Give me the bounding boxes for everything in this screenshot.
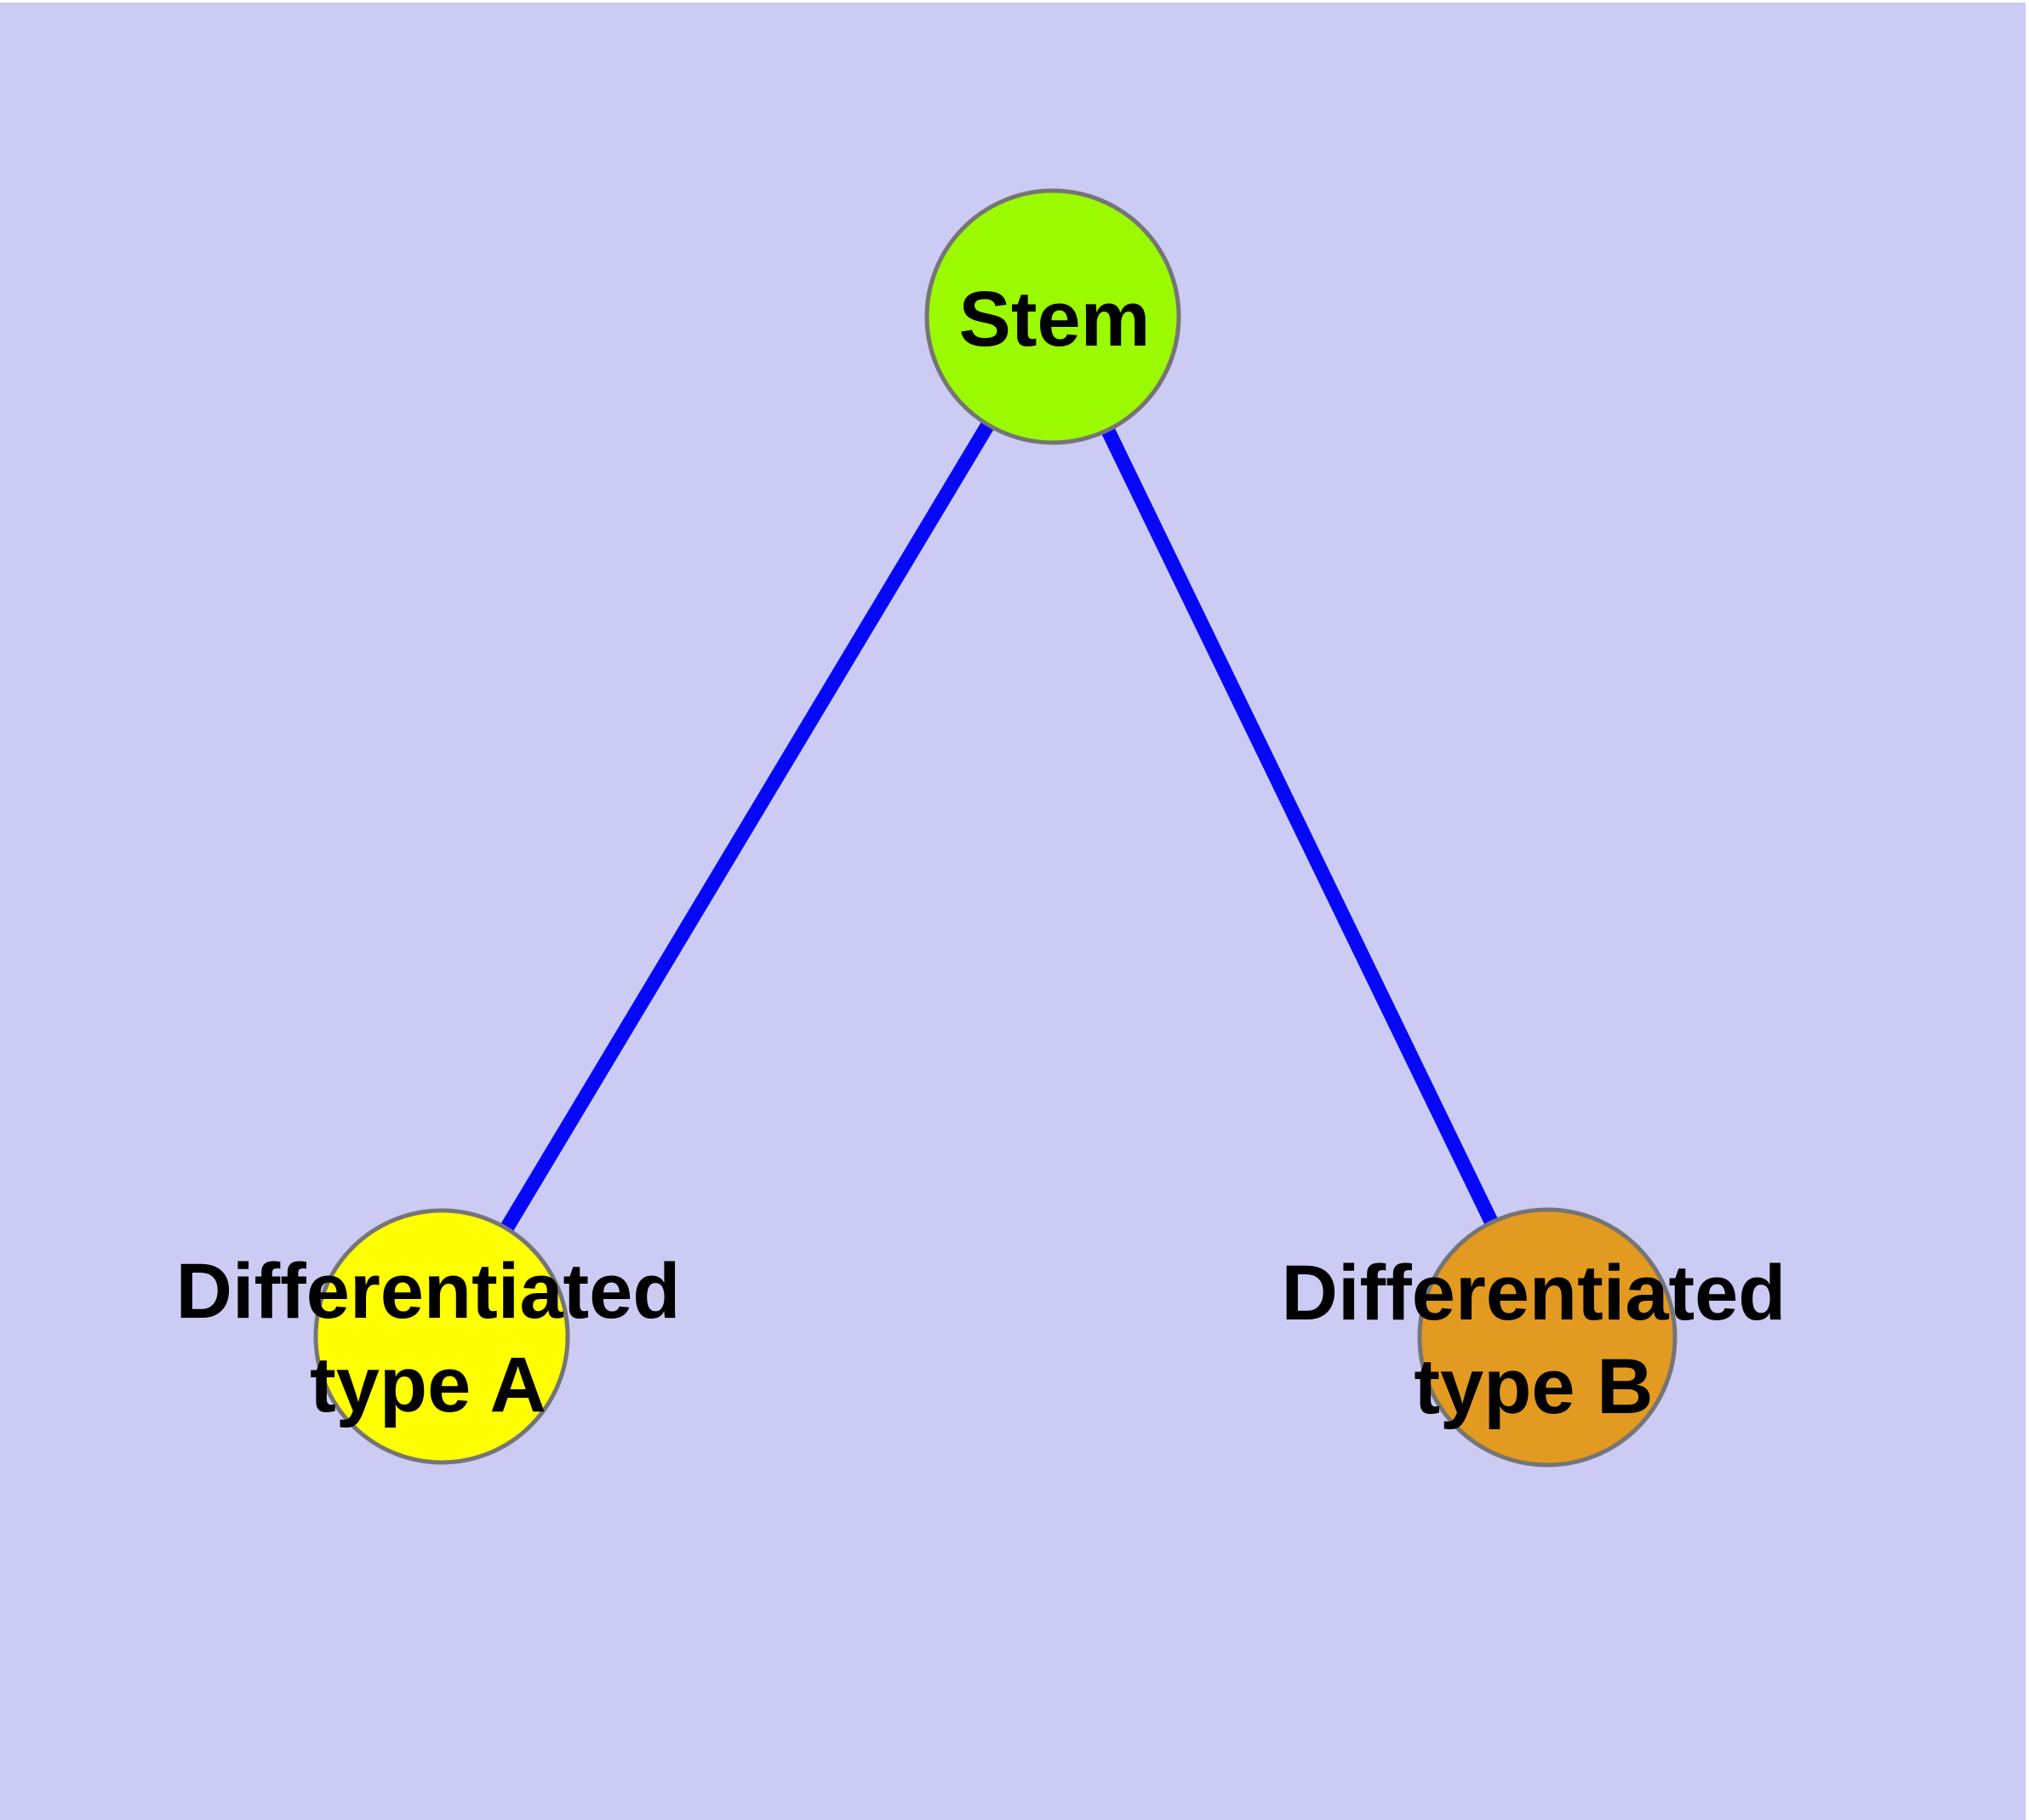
node-diff-b-label-line-2: type B [1414,1343,1653,1430]
node-stem-label-line-1: Stem [959,276,1151,363]
node-diff-b-label-line-1: Differentiated [1282,1250,1786,1336]
node-diff-a-label-line-2: type A [310,1342,546,1428]
node-diff-a [313,1208,570,1465]
edge-stem-diff-a [435,312,1060,1341]
node-diff-b [1417,1207,1677,1468]
edge-stem-diff-b [1046,313,1554,1341]
node-diff-a-label-line-1: Differentiated [176,1248,681,1335]
node-stem [924,188,1181,445]
